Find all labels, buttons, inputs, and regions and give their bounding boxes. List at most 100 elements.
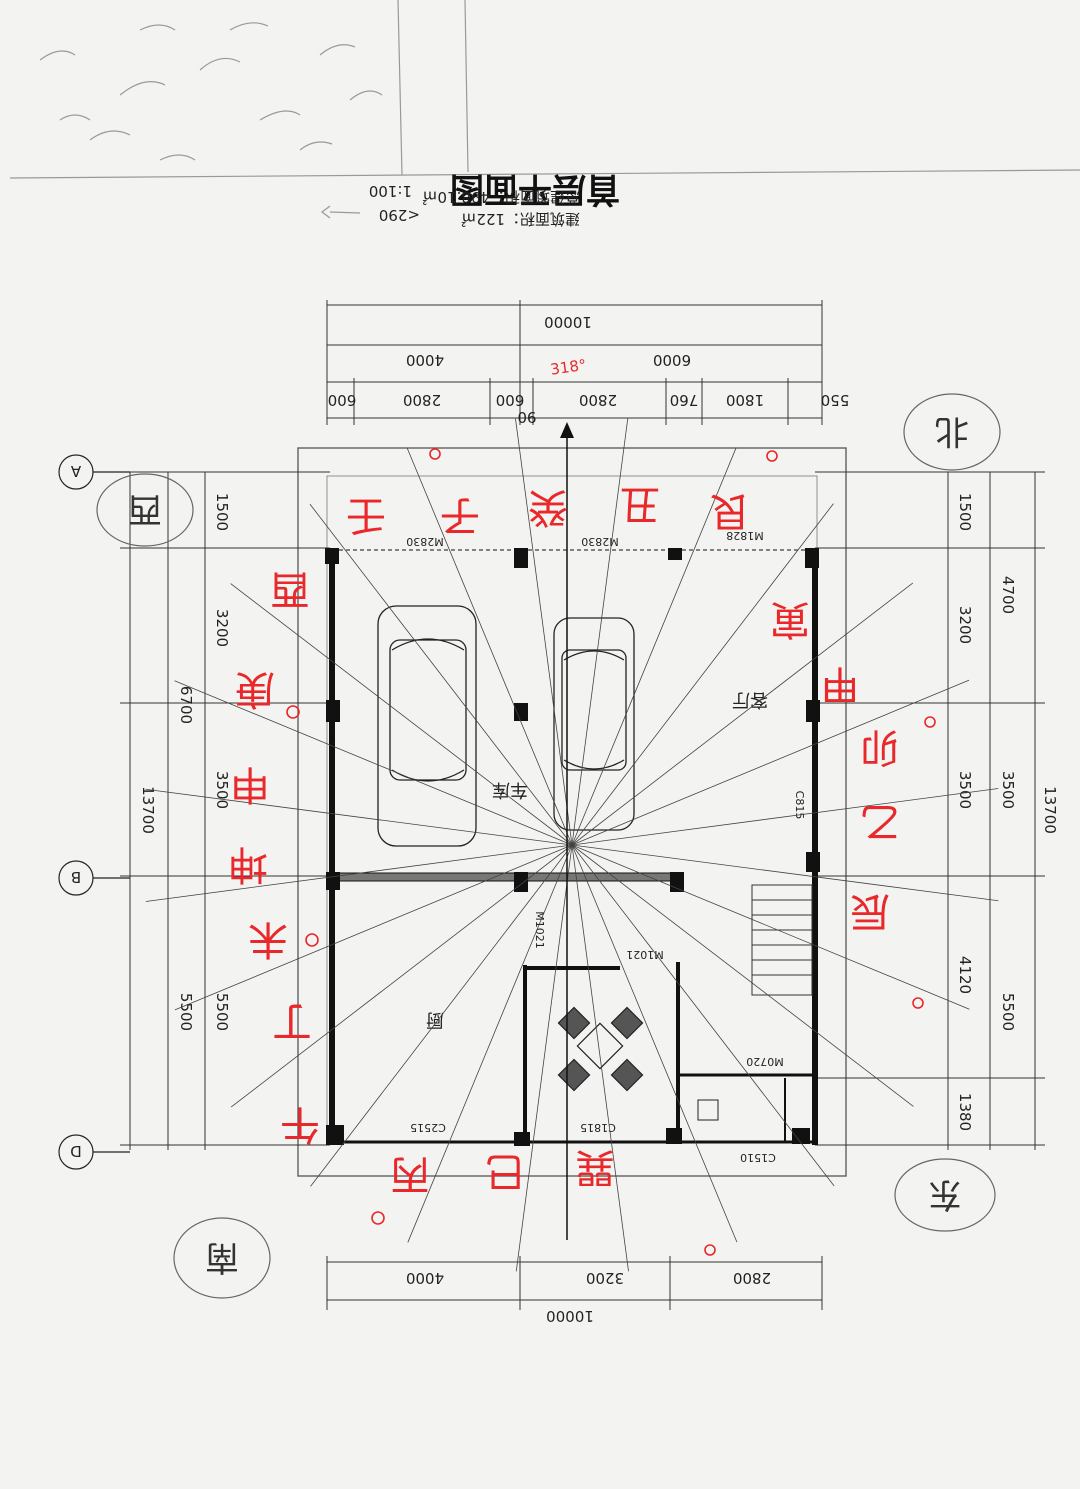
window-label-3: C1815 [580,1121,616,1134]
right-total-dim: 13700 [1041,786,1059,834]
red-char-bottom-2: 丙 [390,1151,430,1197]
direction-ray [571,844,835,1187]
building-area: 建筑面积：122㎡ [461,210,580,228]
direction-ray [230,583,573,846]
red-char-top-5: 艮 [710,488,750,534]
red-char-right-3: 卯 [860,724,900,770]
direction-ray [174,680,573,846]
red-char-left-6: 丁 [272,998,312,1044]
top-detail-dim-8: 550 [821,391,850,409]
red-char-top-1: 壬 [346,492,386,538]
red-char-top-3: 癸 [528,484,568,530]
top-detail-dim-6: 760 [670,391,699,409]
top-dimensions: 10000 4000 6000 600 2800 600 90 2800 760… [328,313,850,426]
right-seg-dim-2: 3500 [999,771,1017,809]
compass-south: 南 [205,1237,239,1277]
bottom-dimensions: 4000 3200 2800 10000 [406,1269,771,1325]
pencil-note: <290 [379,206,420,224]
staircase [751,884,813,996]
red-degree-note: 318° [549,356,587,379]
toilet-fixture [697,1099,719,1121]
direction-ray [515,418,573,846]
direction-ray [406,447,573,846]
top-detail-dim-4: 90 [517,408,536,426]
red-char-left-1: 酉 [270,566,310,612]
direction-ray [571,844,629,1272]
top-detail-dim-7: 1800 [726,391,764,409]
direction-ray [571,582,914,846]
bottom-seg-dim-1: 4000 [406,1269,444,1287]
left-detail-dim-2: 3200 [213,609,231,647]
direction-ray [571,503,834,846]
right-detail-dim-2: 3200 [956,606,974,644]
dimension-lines [120,300,1045,1310]
axis-label-b: B [71,868,81,886]
north-arrow-icon [560,422,574,438]
right-detail-dim-3: 3500 [956,771,974,809]
direction-ray [309,503,573,846]
car-right [553,617,635,831]
title-block: 首层平面图 1:100 建筑面积：122㎡ 总建筑面积：498.10㎡ <290 [369,169,620,228]
direction-ray [571,844,970,1010]
direction-ray [145,788,573,846]
axis-label-a: A [70,462,81,480]
plan-title: 首层平面图 [450,169,620,209]
direction-ray [571,844,738,1243]
right-detail-dim-4: 4120 [956,956,974,994]
red-char-left-2: 庚 [235,666,275,712]
bottom-total-dim: 10000 [546,1307,594,1325]
red-char-right-5: 辰 [850,888,890,934]
direction-ray [145,844,573,902]
door-label-4: M1021 [533,911,546,949]
door-label-3: M1828 [726,529,764,542]
compass-circles [96,393,1001,1299]
red-char-left-5: 未 [248,916,288,962]
red-char-left-3: 申 [230,761,270,807]
direction-ray [174,844,573,1011]
dining-table [557,1006,644,1092]
room-kitchen: 厨 [426,1009,444,1030]
top-detail-dim-2: 2800 [403,391,441,409]
car-left [377,605,477,847]
room-living: 客厅 [732,689,768,710]
left-detail-dim-3: 3500 [213,771,231,809]
direction-ray [571,788,999,846]
top-detail-dim-3: 600 [496,391,525,409]
top-total-dim: 10000 [544,313,592,331]
direction-rays [145,418,999,1272]
left-total-dim: 13700 [139,786,157,834]
bottom-seg-dim-2: 3200 [586,1269,624,1287]
door-label-2: M2830 [581,535,619,548]
red-char-top-4: 丑 [620,481,660,527]
axis-label-d: D [70,1142,82,1160]
red-char-right-4: 乙 [860,798,900,844]
door-label-6: M0720 [746,1055,784,1068]
red-char-left-4: 坤 [228,841,268,887]
compass-west: 西 [128,489,162,529]
red-char-bottom-1: 午 [280,1101,320,1147]
room-garage: 车库 [492,779,528,800]
axis-markers [58,454,130,1170]
left-seg-dim-2: 5500 [177,993,195,1031]
top-seg-dim-1: 4000 [406,351,444,369]
direction-ray [571,418,629,846]
right-detail-dim-1: 1500 [956,493,974,531]
door-label-1: M2830 [406,535,444,548]
direction-ray [571,447,737,846]
direction-ray [230,844,573,1108]
left-seg-dim-1: 6700 [177,686,195,724]
right-dimensions: 13700 4700 3500 5500 1500 3200 3500 4120… [956,493,1059,1131]
door-label-5: M1021 [626,948,664,961]
pencil-sketch-region [9,0,1080,219]
top-seg-dim-2: 6000 [653,351,691,369]
red-char-right-2: 甲 [820,661,860,707]
red-char-bottom-4: 巽 [575,1144,615,1190]
top-detail-dim-5: 2800 [579,391,617,409]
direction-ray [407,844,573,1243]
structural-columns [325,548,820,1146]
total-area: 总建筑面积：498.10㎡ [423,188,581,206]
direction-ray [571,844,999,902]
plan-scale: 1:100 [369,182,412,200]
left-dimensions: 13700 6700 5500 1500 3200 3500 5500 [139,493,231,1031]
